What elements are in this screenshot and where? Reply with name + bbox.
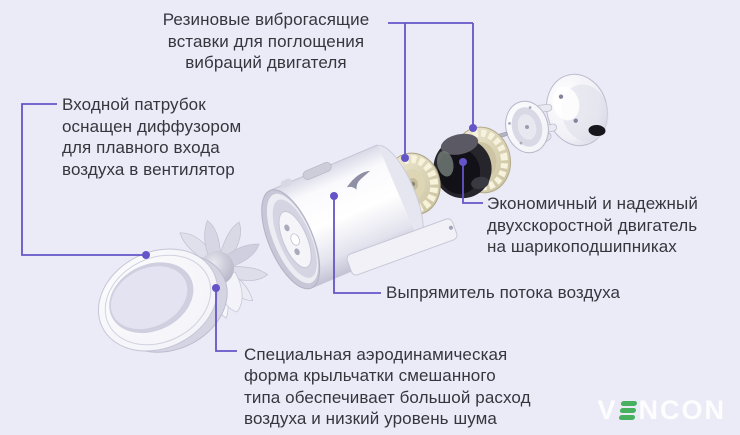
inlet-ring-part: [97, 248, 228, 353]
annotation-line-motor: [459, 158, 483, 204]
label-line: Специальная аэродинамическая: [244, 345, 508, 364]
annotation-line-straightener: [330, 192, 381, 294]
label-line: вибраций двигателя: [185, 53, 347, 72]
label-line: воздуха в вентилятор: [62, 159, 235, 179]
vencon-logo: V NCON: [597, 395, 726, 426]
label-line: форма крыльчатки смешанного: [244, 366, 496, 386]
logo-prefix: V: [597, 395, 618, 425]
label-line: оснащен диффузором: [62, 116, 242, 136]
label-impeller: Специальная аэродинамическая форма крыль…: [244, 344, 531, 429]
mount-plate-part: [505, 100, 557, 154]
label-line: на шарикоподшипниках: [487, 237, 677, 256]
annotation-line-dampers: [388, 22, 477, 162]
vencon-logo-e-icon: [618, 401, 637, 420]
annotation-line-impeller: [212, 284, 237, 352]
label-line: Экономичный и надежный: [487, 194, 698, 213]
fan-body-part: [261, 144, 458, 290]
label-line: Входной патрубок: [62, 95, 206, 114]
label-line: вставки для поглощения: [167, 31, 365, 51]
label-line: для плавного входа: [62, 138, 220, 157]
label-line: двухскоростной двигатель: [487, 215, 698, 235]
logo-suffix: NCON: [638, 395, 726, 425]
label-flow-straightener: Выпрямитель потока воздуха: [386, 282, 620, 304]
label-vibration-dampers: Резиновые виброгасящие вставки для погло…: [133, 9, 399, 74]
label-line: воздуха и низкий уровень шума: [244, 408, 497, 428]
label-line: типа обеспечивает большой расход: [244, 387, 531, 407]
label-line: Резиновые виброгасящие: [162, 10, 370, 29]
rear-cover-part: [546, 73, 609, 147]
label-inlet-pipe: Входной патрубок оснащен диффузором для …: [62, 94, 241, 180]
label-motor: Экономичный и надежный двухскоростной дв…: [487, 193, 698, 258]
label-line: Выпрямитель потока воздуха: [386, 283, 621, 302]
motor-part: [433, 126, 511, 199]
annotation-line-inlet: [21, 103, 150, 259]
